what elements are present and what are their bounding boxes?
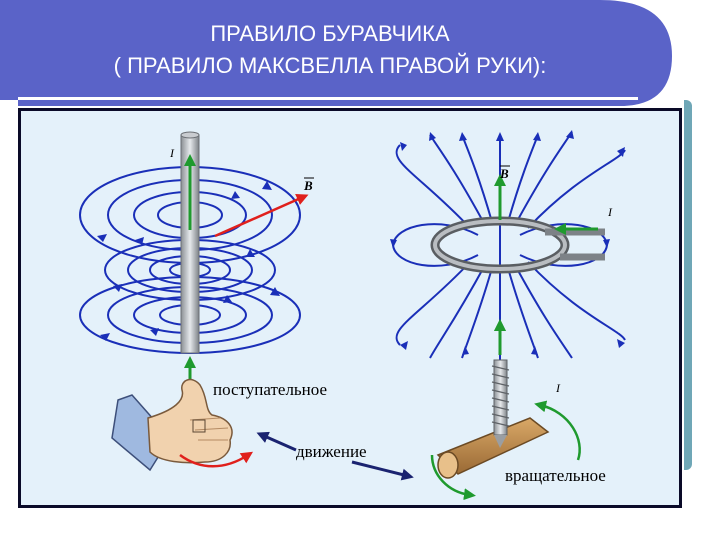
- right-field-label: B: [499, 166, 509, 181]
- title-line-2: ( ПРАВИЛО МАКСВЕЛЛА ПРАВОЙ РУКИ):: [113, 53, 547, 78]
- straight-wire-field: [79, 131, 309, 390]
- loop-field: [390, 130, 626, 360]
- page-title: ПРАВИЛО БУРАВЧИКА ( ПРАВИЛО МАКСВЕЛЛА ПР…: [20, 18, 640, 82]
- left-current-label: I: [169, 146, 175, 160]
- right-hand-illustration: [111, 378, 254, 472]
- label-translational: поступательное: [213, 380, 328, 399]
- screw-current-label: I: [555, 381, 561, 395]
- right-current-label: I: [607, 205, 613, 219]
- label-rotational: вращательное: [505, 466, 606, 485]
- screw-illustration: [430, 319, 581, 501]
- title-banner: [0, 0, 672, 106]
- label-motion: движение: [296, 442, 367, 461]
- decorative-rail: [684, 100, 692, 470]
- title-line-1: ПРАВИЛО БУРАВЧИКА: [210, 21, 450, 46]
- left-field-label: B: [303, 178, 313, 193]
